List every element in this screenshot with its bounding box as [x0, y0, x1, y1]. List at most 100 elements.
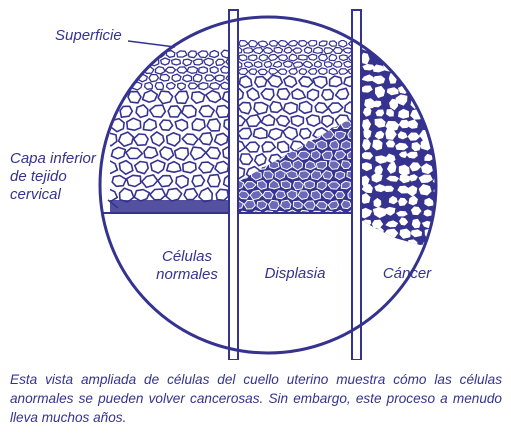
label-superficie: Superficie	[55, 27, 122, 45]
cell	[407, 20, 418, 28]
cell	[199, 83, 208, 90]
cell	[254, 103, 268, 115]
cell	[374, 43, 383, 52]
cell	[122, 51, 132, 57]
cell	[329, 41, 337, 46]
cell	[319, 41, 327, 46]
cell	[155, 83, 163, 90]
cell	[293, 181, 303, 190]
cell	[172, 74, 181, 82]
cell	[111, 67, 121, 74]
cell	[319, 54, 328, 61]
label-celulas-normales: Células normales	[148, 248, 226, 284]
cell	[269, 40, 277, 46]
label-normales-line-2: normales	[148, 266, 226, 284]
cell	[449, 76, 457, 81]
cell	[255, 154, 266, 166]
cell	[244, 200, 255, 209]
cell	[361, 33, 372, 39]
cell	[411, 42, 423, 54]
cell	[199, 67, 208, 74]
cell	[119, 132, 134, 146]
cell	[278, 69, 287, 74]
cell	[284, 76, 297, 88]
cell	[313, 47, 322, 53]
cell	[412, 55, 421, 65]
cell	[447, 120, 459, 126]
cell	[444, 206, 457, 214]
cell	[238, 68, 248, 74]
cell	[144, 50, 154, 58]
cell	[116, 58, 125, 66]
cell	[291, 116, 303, 127]
cell	[325, 62, 333, 67]
cell	[280, 161, 292, 170]
cell	[192, 92, 205, 104]
cell	[210, 83, 220, 90]
cell	[318, 68, 327, 75]
cell	[160, 120, 173, 130]
cell	[281, 181, 291, 189]
cell	[122, 66, 132, 74]
cell	[246, 142, 260, 152]
cell	[133, 50, 142, 57]
cell	[198, 51, 208, 58]
cell	[423, 86, 435, 97]
cell	[168, 106, 181, 117]
cell	[299, 101, 312, 113]
cell	[408, 240, 417, 248]
cell	[135, 162, 149, 174]
label-normales-line-1: Células	[148, 248, 226, 266]
cell	[145, 82, 153, 89]
cell	[344, 61, 352, 67]
cell	[243, 48, 252, 53]
cell	[329, 54, 337, 60]
cell	[255, 77, 267, 88]
cell	[172, 59, 181, 65]
cell	[278, 141, 289, 152]
cell	[105, 58, 114, 65]
cell	[431, 86, 443, 94]
cell	[284, 47, 292, 53]
label-capa-line-3: cervical	[10, 186, 130, 204]
cell	[396, 32, 407, 40]
cell	[155, 67, 165, 74]
cell	[422, 43, 433, 49]
label-capa-inferior: Capa inferior de tejido cervical	[10, 150, 130, 204]
cell	[284, 103, 298, 115]
cell	[339, 55, 347, 61]
cell	[410, 65, 421, 75]
cell	[333, 48, 342, 54]
cell	[433, 53, 444, 63]
cell	[277, 116, 290, 127]
cell	[424, 210, 432, 217]
cell	[336, 192, 345, 199]
cell	[444, 129, 455, 140]
cell	[424, 73, 432, 84]
cell	[144, 147, 158, 158]
cell	[398, 241, 406, 251]
cell	[293, 201, 302, 209]
label-capa-line-2: de tejido	[10, 168, 130, 186]
cell	[311, 150, 320, 159]
cell	[183, 75, 192, 82]
cell	[128, 58, 138, 65]
cell	[216, 189, 228, 200]
cell	[215, 161, 229, 173]
cell	[445, 177, 454, 183]
cell	[161, 58, 170, 65]
cell	[216, 106, 230, 118]
cell	[363, 22, 374, 29]
cell	[447, 165, 459, 172]
cell	[187, 67, 198, 74]
cell	[128, 92, 141, 103]
cell	[215, 133, 228, 145]
cell	[167, 133, 180, 146]
cell	[448, 139, 456, 149]
cell	[263, 171, 273, 179]
divider-right	[352, 10, 361, 360]
cell	[175, 148, 189, 160]
cell	[436, 34, 446, 40]
cell	[400, 42, 409, 49]
cell	[177, 67, 187, 73]
